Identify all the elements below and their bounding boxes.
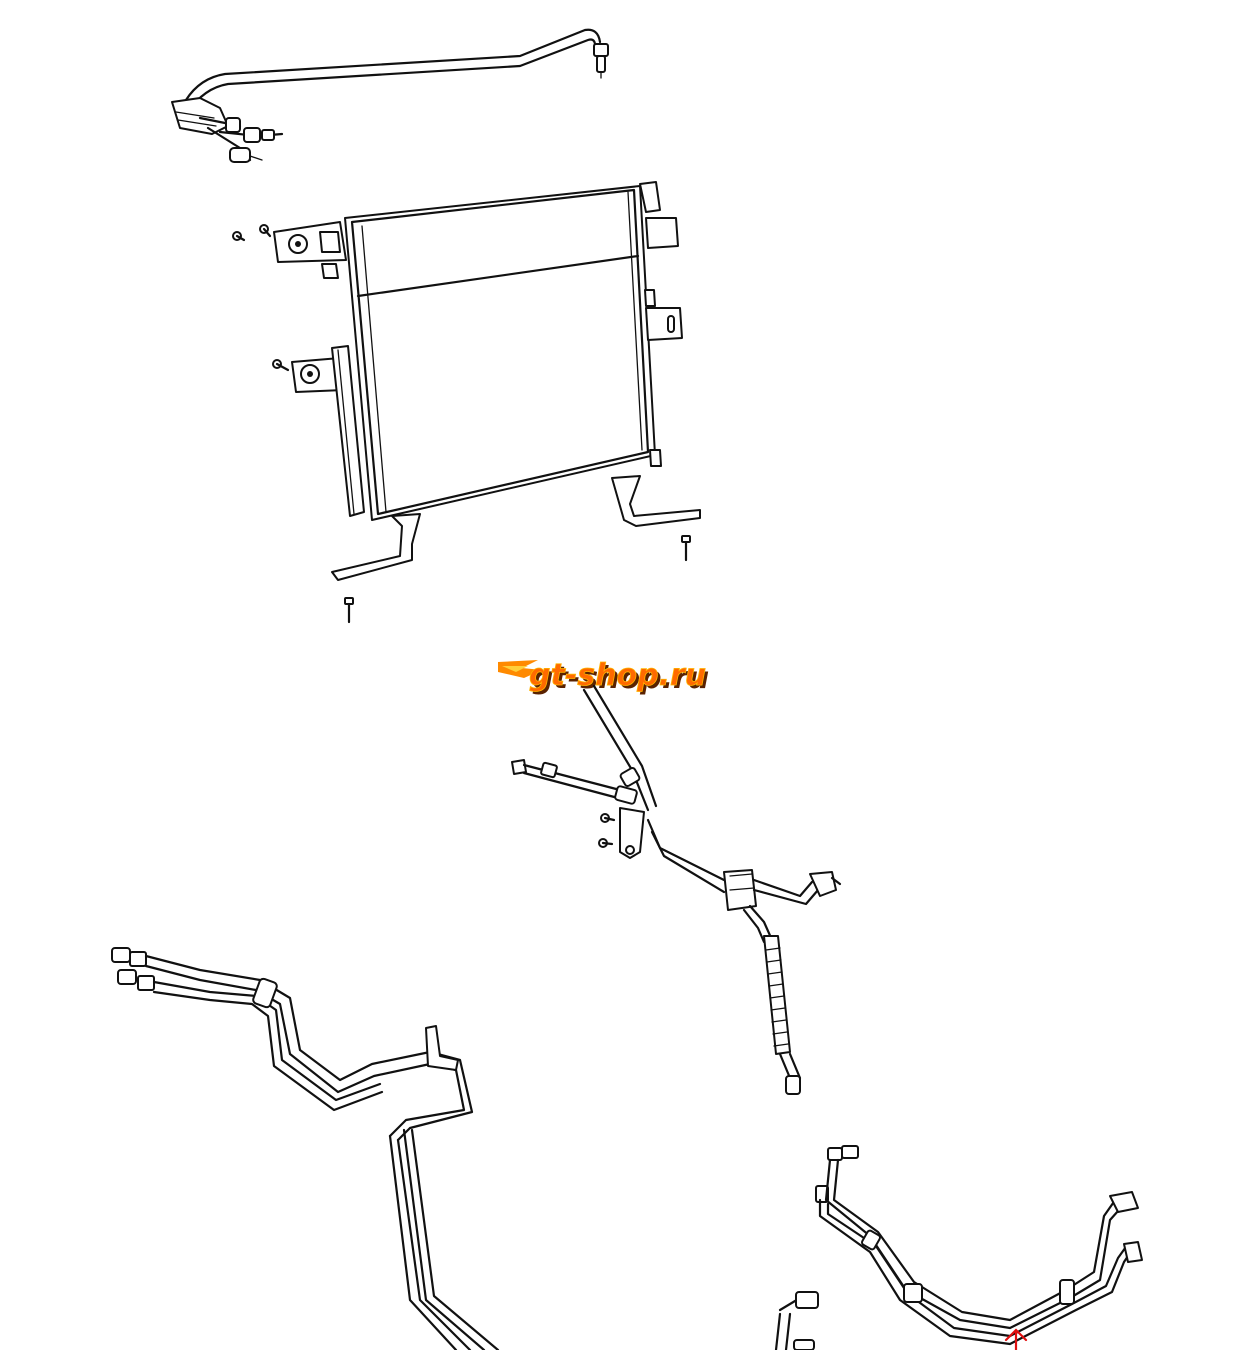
logo-text: gt-shop.ru [529, 658, 706, 693]
ac-liquid-lines-lower-right[interactable] [774, 1145, 1143, 1350]
ac-discharge-line[interactable] [171, 28, 609, 163]
arrow-up-icon [1004, 1328, 1028, 1350]
bolt-icon [681, 535, 691, 562]
screw-icon [272, 359, 290, 372]
ac-liquid-lines-lower-left[interactable] [111, 947, 500, 1350]
screw-icon [600, 813, 616, 823]
ac-condenser[interactable] [232, 181, 701, 624]
gt-shop-logo: gt-shop.ru gt-shop.ru [498, 658, 709, 696]
screw-icon [259, 224, 272, 238]
bolt-icon [344, 597, 354, 624]
ac-suction-line[interactable] [511, 684, 842, 1095]
svg-text:gt-shop.ru: gt-shop.ru [532, 661, 709, 696]
screw-icon [232, 231, 246, 242]
screw-icon [598, 838, 614, 848]
